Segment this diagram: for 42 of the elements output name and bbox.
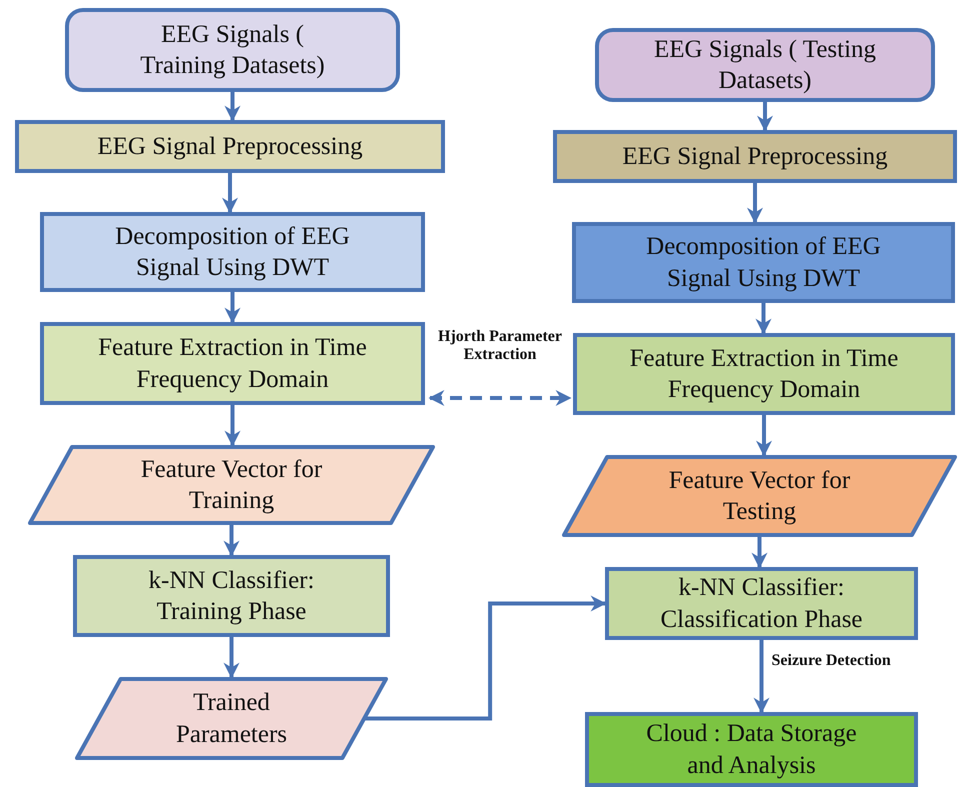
data-parallelogram xyxy=(562,455,957,537)
node-label: EEG Signal Preprocessing xyxy=(97,132,363,162)
node-label: Feature Extraction in Time Frequency Domain xyxy=(97,333,368,394)
process-box xyxy=(553,130,957,183)
process-box xyxy=(573,333,955,415)
arrow xyxy=(224,405,240,447)
arrow xyxy=(752,537,768,569)
arrow xyxy=(756,415,772,457)
process-box xyxy=(40,212,425,292)
node-label: Cloud : Data Storage and Analysis xyxy=(645,719,858,780)
node-label: Trained Parameters xyxy=(174,688,288,750)
data-parallelogram xyxy=(28,445,435,525)
node-label: EEG Signals ( Testing Datasets) xyxy=(652,34,878,96)
arrow xyxy=(224,637,240,679)
arrow xyxy=(757,102,773,132)
node-label: Feature Vector for Testing xyxy=(668,466,852,527)
arrow xyxy=(224,292,240,324)
arrow xyxy=(222,173,238,214)
arrow xyxy=(754,640,770,714)
process-box xyxy=(572,222,955,303)
arrow xyxy=(756,303,772,335)
process-box xyxy=(40,322,425,405)
data-parallelogram xyxy=(75,677,388,760)
node-label: Decomposition of EEG Signal Using DWT xyxy=(645,232,882,294)
node-label: Feature Extraction in Time Frequency Domain xyxy=(628,344,900,405)
process-box xyxy=(73,555,390,637)
arrow xyxy=(747,183,763,224)
process-box xyxy=(15,120,445,173)
node-label: Decomposition of EEG Signal Using DWT xyxy=(114,222,351,283)
node-label: Feature Vector for Training xyxy=(140,454,324,516)
start-box xyxy=(65,8,400,92)
start-box xyxy=(595,28,935,102)
node-label: EEG Signal Preprocessing xyxy=(622,142,888,172)
arrow xyxy=(224,92,240,122)
node-label: k-NN Classifier: Classification Phase xyxy=(659,573,864,634)
dashed-arrow xyxy=(428,390,572,406)
arrow xyxy=(224,525,240,557)
node-label: EEG Signals ( Training Datasets) xyxy=(139,20,326,81)
process-box xyxy=(585,712,918,787)
arrow xyxy=(365,596,607,720)
node-label: k-NN Classifier: Training Phase xyxy=(148,566,316,627)
process-box xyxy=(605,567,918,640)
